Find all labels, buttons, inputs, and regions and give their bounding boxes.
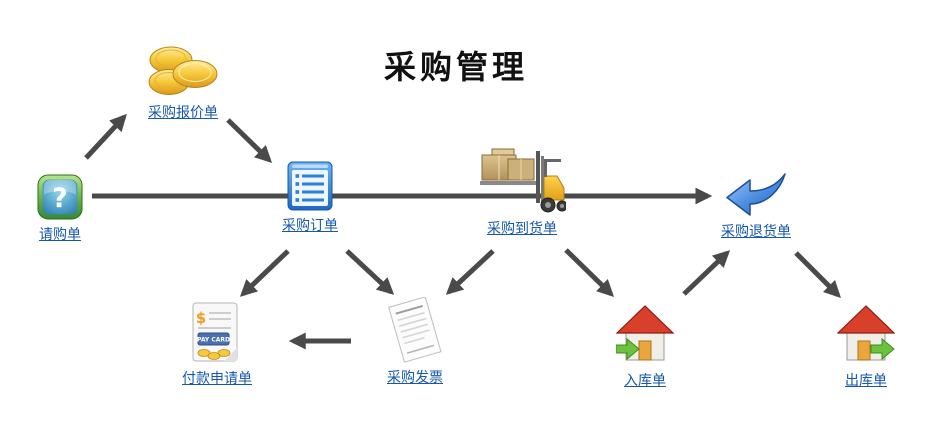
node-label-payment-request[interactable]: 付款申请单 xyxy=(182,371,252,387)
house-arrow-out-icon[interactable] xyxy=(836,304,896,366)
return-arrow-icon[interactable] xyxy=(722,165,790,217)
node-quotation[interactable]: 采购报价单 xyxy=(131,44,235,122)
invoice-paper-icon[interactable] xyxy=(382,296,448,363)
forklift-cargo-icon[interactable] xyxy=(478,148,568,214)
node-purchase-return[interactable]: 采购退货单 xyxy=(704,165,808,241)
house-arrow-in-icon[interactable] xyxy=(615,304,675,366)
node-label-quotation[interactable]: 采购报价单 xyxy=(148,105,218,121)
arrow-order-to-invoice xyxy=(345,249,395,295)
node-label-requisition[interactable]: 请购单 xyxy=(39,227,81,243)
arrow-requisition-to-quotation xyxy=(84,113,127,160)
node-label-invoice[interactable]: 采购发票 xyxy=(387,370,443,386)
node-requisition[interactable]: ? 请购单 xyxy=(20,174,100,244)
arrow-arrival-to-inbound xyxy=(564,248,615,297)
node-invoice[interactable]: 采购发票 xyxy=(367,296,463,387)
node-label-purchase-return[interactable]: 采购退货单 xyxy=(721,224,791,240)
arrow-inbound-to-return xyxy=(682,250,731,296)
node-arrival[interactable]: 采购到货单 xyxy=(464,148,580,238)
node-label-purchase-order[interactable]: 采购订单 xyxy=(282,218,338,234)
page-title: 采购管理 xyxy=(383,48,528,86)
gold-coins-icon[interactable] xyxy=(146,44,220,98)
arrow-order-to-payment xyxy=(239,249,290,297)
question-icon[interactable]: ? xyxy=(37,174,83,220)
svg-text:?: ? xyxy=(52,183,68,214)
arrow-arrival-to-invoice xyxy=(445,249,495,295)
node-purchase-order[interactable]: 采购订单 xyxy=(264,161,356,235)
node-warehouse-in[interactable]: 入库单 xyxy=(603,304,687,390)
svg-text:$: $ xyxy=(196,309,206,327)
node-label-arrival[interactable]: 采购到货单 xyxy=(487,221,557,237)
arrow-return-to-outbound xyxy=(794,251,842,299)
arrow-quotation-to-order xyxy=(226,118,273,163)
node-payment-request[interactable]: $ PAY CARD 付款申请单 xyxy=(169,302,265,388)
svg-text:PAY CARD: PAY CARD xyxy=(197,337,230,344)
node-label-warehouse-out[interactable]: 出库单 xyxy=(845,373,887,389)
node-label-warehouse-in[interactable]: 入库单 xyxy=(624,373,666,389)
payment-document-icon[interactable]: $ PAY CARD xyxy=(192,302,242,364)
node-warehouse-out[interactable]: 出库单 xyxy=(824,304,908,390)
order-list-icon[interactable] xyxy=(287,161,333,211)
